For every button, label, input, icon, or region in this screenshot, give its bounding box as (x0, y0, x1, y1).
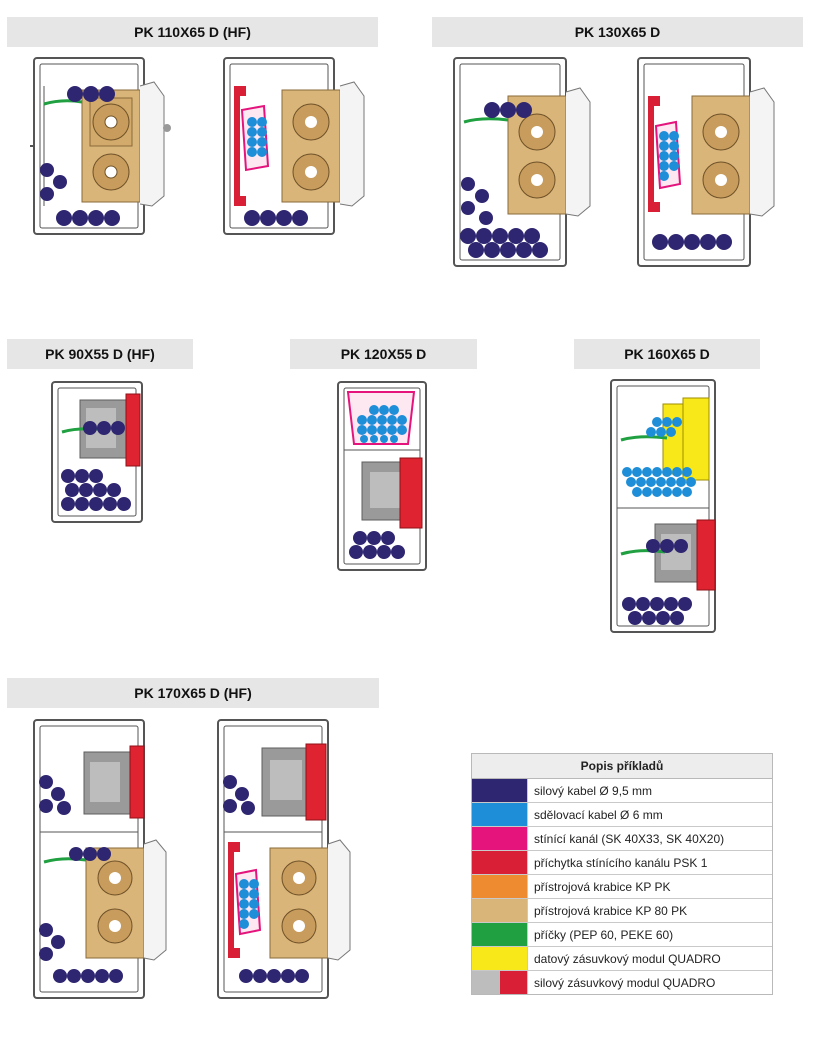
legend-swatch (472, 875, 528, 898)
legend-swatch (472, 947, 528, 970)
legend-swatch (472, 923, 528, 946)
title-pk-160x65: PK 160X65 D (574, 339, 760, 369)
diagram-pk-90x55 (50, 380, 160, 526)
legend-row: silový zásuvkový modul QUADRO (472, 971, 772, 994)
legend-row: sdělovací kabel Ø 6 mm (472, 803, 772, 827)
legend-row: stínící kanál (SK 40X33, SK 40X20) (472, 827, 772, 851)
title-pk-90x55: PK 90X55 D (HF) (7, 339, 193, 369)
device-box-kp80 (81, 89, 141, 203)
legend-swatch (472, 779, 528, 802)
legend-label: příchytka stínícího kanálu PSK 1 (534, 855, 708, 870)
legend-label: příčky (PEP 60, PEKE 60) (534, 927, 674, 942)
legend-label: datový zásuvkový modul QUADRO (534, 951, 721, 966)
diagram-pk-110x65 (30, 56, 380, 246)
data-cables (247, 117, 267, 157)
legend-row: přístrojová krabice KP PK (472, 875, 772, 899)
legend-row: datový zásuvkový modul QUADRO (472, 947, 772, 971)
title-pk-170x65: PK 170X65 D (HF) (7, 678, 379, 708)
legend-label: silový zásuvkový modul QUADRO (534, 975, 716, 990)
title-pk-120x55: PK 120X55 D (290, 339, 477, 369)
power-cables (40, 86, 120, 226)
diagram-pk-160x65 (609, 378, 721, 636)
legend-swatch (472, 971, 528, 994)
legend-table: Popis příkladů silový kabel Ø 9,5 mm sděl… (471, 753, 773, 995)
legend-label: přístrojová krabice KP 80 PK (534, 903, 688, 918)
legend-row: silový kabel Ø 9,5 mm (472, 779, 772, 803)
legend-swatch (472, 899, 528, 922)
legend-label: stínící kanál (SK 40X33, SK 40X20) (534, 831, 725, 846)
diagram-pk-130x65 (452, 56, 792, 272)
title-pk-130x65: PK 130X65 D (432, 17, 803, 47)
legend-label: přístrojová krabice KP PK (534, 879, 671, 894)
title-pk-110x65: PK 110X65 D (HF) (7, 17, 378, 47)
diagram-pk-120x55 (336, 380, 436, 576)
legend-swatch (472, 851, 528, 874)
legend-label: sdělovací kabel Ø 6 mm (534, 807, 663, 822)
legend-swatch (472, 803, 528, 826)
legend-swatch (472, 827, 528, 850)
legend-header: Popis příkladů (472, 754, 772, 779)
diagram-pk-170x65 (30, 718, 370, 1002)
legend-row: příchytka stínícího kanálu PSK 1 (472, 851, 772, 875)
divider (43, 99, 83, 106)
legend-row: příčky (PEP 60, PEKE 60) (472, 923, 772, 947)
shield-clip (234, 86, 246, 206)
legend-label: silový kabel Ø 9,5 mm (534, 783, 653, 798)
legend-row: přístrojová krabice KP 80 PK (472, 899, 772, 923)
